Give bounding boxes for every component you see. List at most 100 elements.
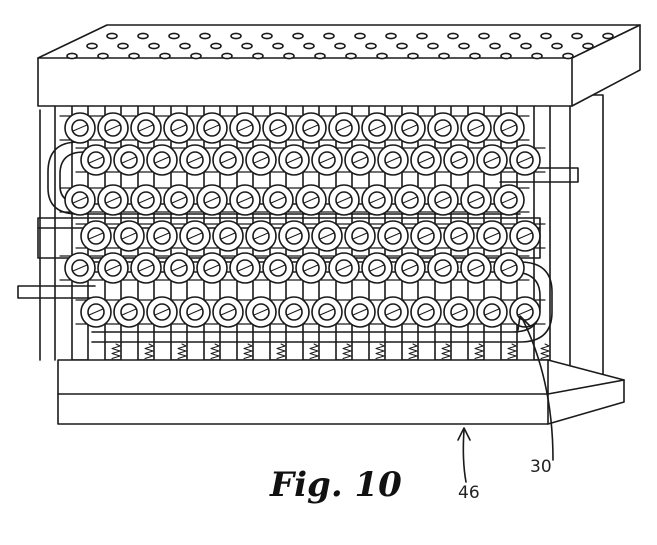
top-hole [168, 32, 180, 40]
top-hole [540, 32, 552, 40]
bead-hole-line [385, 232, 401, 240]
top-hole [582, 42, 594, 50]
top-hole [345, 52, 357, 60]
top-hole [230, 32, 242, 40]
bead-hole-line [336, 196, 352, 204]
bead-hole-line [204, 264, 220, 272]
bead-hole-line [187, 156, 203, 164]
bead-hole-line [303, 124, 319, 132]
leader-arrow-46 [457, 427, 471, 483]
bead-hole-line [105, 124, 121, 132]
bead-hole-line [220, 232, 236, 240]
top-hole [489, 42, 501, 50]
top-hole [303, 42, 315, 50]
top-plate-holes [66, 32, 614, 60]
bead-hole-line [270, 124, 286, 132]
bead-hole-line [484, 232, 500, 240]
bead-hole-line [418, 308, 434, 316]
bead-hole-line [484, 308, 500, 316]
bead-hole-line [270, 264, 286, 272]
bead-hole-line [369, 124, 385, 132]
bead-hole-line [237, 196, 253, 204]
bead-hole-line [204, 124, 220, 132]
bottom-plate [57, 359, 625, 425]
bead-hole-line [369, 264, 385, 272]
top-hole [447, 32, 459, 40]
bead-hole-line [402, 196, 418, 204]
spring [408, 343, 418, 359]
figure-caption: Fig. 10 [269, 465, 402, 505]
bead-hole-line [237, 124, 253, 132]
bead-hole-line [72, 196, 88, 204]
top-hole [509, 32, 521, 40]
leader-arrow-30 [517, 315, 554, 461]
bead-hole-line [121, 156, 137, 164]
bead-hole-line [451, 156, 467, 164]
bead-hole-line [171, 264, 187, 272]
bead-hole-line [88, 308, 104, 316]
top-hole [520, 42, 532, 50]
top-hole [199, 32, 211, 40]
top-hole [283, 52, 295, 60]
bead-hole-line [286, 232, 302, 240]
top-hole [469, 52, 481, 60]
top-hole [137, 32, 149, 40]
top-hole [602, 32, 614, 40]
bead-hole-line [88, 232, 104, 240]
bead-hole-line [501, 124, 517, 132]
top-hole [117, 42, 129, 50]
bead-hole-line [517, 232, 533, 240]
bead-hole-line [435, 124, 451, 132]
bead-hole-line [451, 308, 467, 316]
top-hole [562, 52, 574, 60]
top-hole [210, 42, 222, 50]
top-hole [252, 52, 264, 60]
bead-hole-line [253, 232, 269, 240]
bead-hole-line [418, 156, 434, 164]
bead-hole-line [319, 232, 335, 240]
bead-hole-line [418, 232, 434, 240]
spring [177, 343, 187, 359]
top-hole [86, 42, 98, 50]
top-hole [354, 32, 366, 40]
top-hole [261, 32, 273, 40]
bead-hole-line [484, 156, 500, 164]
bead-hole-line [237, 264, 253, 272]
top-hole [376, 52, 388, 60]
bead-hole-line [204, 196, 220, 204]
bead-hole-line [270, 196, 286, 204]
bead-hole-line [286, 308, 302, 316]
top-hole [179, 42, 191, 50]
top-hole [551, 42, 563, 50]
bead-hole-line [121, 232, 137, 240]
bead-hole-line [154, 308, 170, 316]
bead-hole-line [468, 124, 484, 132]
top-hole [314, 52, 326, 60]
spring [111, 343, 121, 359]
bead-hole-line [121, 308, 137, 316]
bead-hole-line [154, 232, 170, 240]
bead-hole-line [171, 196, 187, 204]
top-hole [416, 32, 428, 40]
bead-hole-line [72, 124, 88, 132]
top-hole [97, 52, 109, 60]
bead-hole-line [138, 264, 154, 272]
spring [375, 343, 385, 359]
bead-hole-line [187, 308, 203, 316]
bead-hole-line [385, 308, 401, 316]
bead-hole-line [435, 196, 451, 204]
bead-hole-line [220, 156, 236, 164]
bead-hole-line [187, 232, 203, 240]
spring [309, 343, 319, 359]
spring-row [111, 343, 550, 359]
bead-hole-line [138, 196, 154, 204]
bead-hole-line [468, 264, 484, 272]
top-hole [427, 42, 439, 50]
top-hole [323, 32, 335, 40]
bead-hole-line [336, 264, 352, 272]
bead-hole-line [88, 156, 104, 164]
spring [276, 343, 286, 359]
bead-hole-line [517, 156, 533, 164]
top-hole [190, 52, 202, 60]
